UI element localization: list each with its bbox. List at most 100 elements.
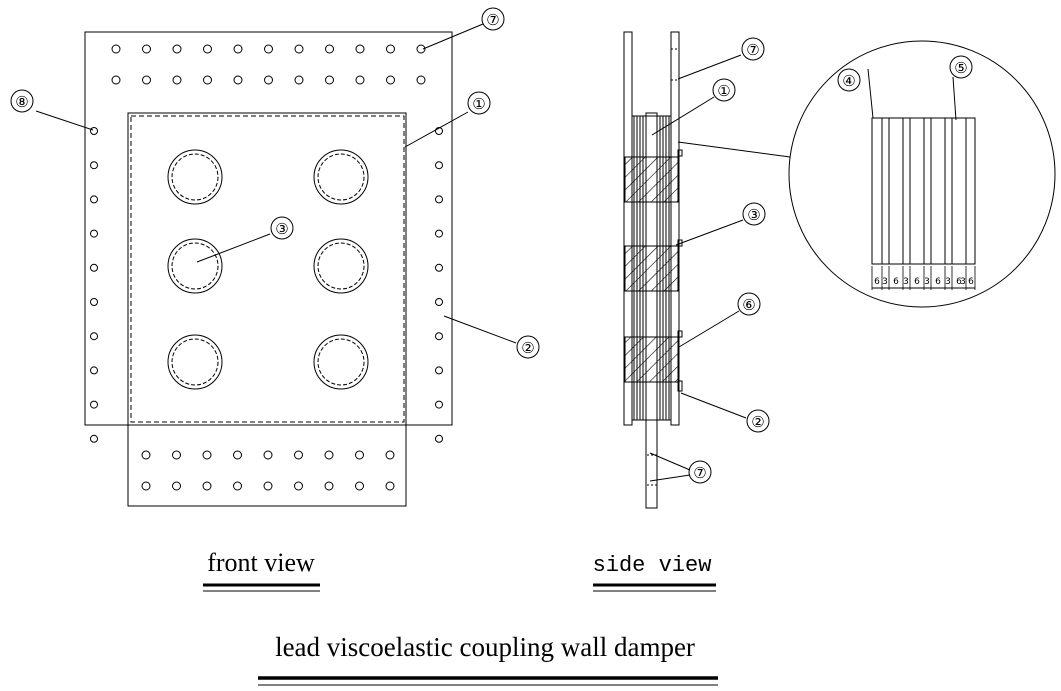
- bolt-hole: [90, 127, 98, 135]
- bolt-hole: [294, 75, 304, 85]
- dimension-label: 3: [903, 277, 909, 287]
- bolt-hole: [294, 450, 303, 460]
- bolt-holes: [90, 44, 443, 491]
- lead-core-inner: [171, 153, 219, 201]
- detail-callout-labels: ④ ⑤: [842, 59, 967, 90]
- bolt-hole: [325, 75, 334, 85]
- bolt-hole: [435, 332, 443, 341]
- callout-2-side: ②: [751, 413, 764, 431]
- callout-6: ⑥: [742, 296, 755, 314]
- callout-2-front: ②: [521, 339, 534, 357]
- side-center-plate: [645, 112, 658, 509]
- bolt-hole: [233, 75, 243, 85]
- front-callouts: [10, 7, 540, 359]
- bolt-hole: [233, 481, 242, 491]
- front-caption-underline: [203, 583, 320, 592]
- callout-3-front: ③: [275, 220, 288, 238]
- bolt-hole: [202, 450, 212, 460]
- bolt-hole: [111, 44, 121, 54]
- callout-3-side: ③: [747, 206, 760, 224]
- bolt-hole: [385, 450, 395, 460]
- lead-cores: [167, 149, 369, 390]
- viscoelastic-layer-outline: [130, 115, 405, 423]
- lead-core: [313, 334, 369, 390]
- bolt-hole: [203, 44, 212, 54]
- bolt-hole: [325, 44, 334, 54]
- dimension-label: 6: [968, 277, 974, 287]
- bolt-hole: [435, 434, 443, 443]
- callout-7-side-bottom: ⑦: [693, 464, 706, 482]
- bolt-hole: [90, 161, 98, 170]
- dimension-label: 3: [882, 277, 888, 287]
- bolt-hole: [172, 450, 181, 460]
- bolt-hole: [264, 75, 273, 85]
- bolt-hole: [355, 75, 365, 85]
- bolt-hole: [203, 75, 212, 85]
- bolt-hole: [90, 434, 98, 443]
- bolt-hole: [385, 481, 395, 491]
- bolt-hole: [324, 450, 334, 460]
- dimension-label: 3: [924, 277, 930, 287]
- lead-core: [313, 149, 369, 205]
- bolt-hole: [90, 195, 98, 204]
- dimension-label: 3: [960, 277, 966, 287]
- bolt-hole: [202, 481, 212, 491]
- bolt-hole: [435, 229, 443, 238]
- callout-1-side: ①: [717, 82, 730, 100]
- lead-core-inner: [317, 338, 365, 386]
- dimension-label: 6: [935, 277, 941, 287]
- side-lead-block-2: [624, 245, 679, 292]
- dimension-label: 6: [956, 277, 962, 287]
- bolt-hole: [386, 44, 395, 54]
- callout-5: ⑤: [954, 59, 967, 77]
- lead-core: [167, 334, 223, 390]
- front-view-caption: front view: [207, 548, 315, 577]
- bolt-hole: [263, 481, 273, 491]
- bolt-hole: [435, 161, 443, 170]
- bolt-hole: [142, 75, 151, 85]
- bolt-hole: [172, 44, 182, 54]
- bolt-hole: [435, 400, 443, 409]
- bolt-hole: [90, 229, 98, 238]
- bolt-hole: [324, 481, 334, 491]
- callout-7-side-top: ⑦: [746, 41, 759, 59]
- bolt-hole: [386, 75, 395, 85]
- bolt-hole: [435, 195, 443, 204]
- bolt-hole: [233, 44, 243, 54]
- bolt-hole: [435, 127, 443, 135]
- side-outer-plate-left: [623, 31, 633, 426]
- bolt-hole: [90, 263, 98, 272]
- lower-plate: [127, 112, 407, 507]
- lead-core-inner: [171, 242, 219, 290]
- dimension-label: 6: [893, 277, 899, 287]
- detail-view: [677, 40, 1056, 308]
- bolt-hole: [416, 75, 426, 85]
- lead-core-inner: [317, 242, 365, 290]
- lead-core: [167, 149, 223, 205]
- title-underline: [258, 676, 718, 686]
- bolt-hole: [172, 481, 181, 491]
- bolt-hole: [264, 44, 273, 54]
- callout-8: ⑧: [15, 93, 28, 111]
- bolt-hole: [111, 75, 121, 85]
- lead-core-inner: [317, 153, 365, 201]
- side-lead-block-3: [624, 336, 679, 383]
- lead-core-inner: [171, 338, 219, 386]
- side-lead-block-1: [624, 156, 679, 203]
- dimension-label: 6: [874, 277, 880, 287]
- bolt-hole: [90, 332, 98, 341]
- bolt-hole: [263, 450, 273, 460]
- bolt-hole: [233, 450, 242, 460]
- bolt-hole: [435, 366, 443, 375]
- bolt-hole: [90, 366, 98, 375]
- bolt-hole: [355, 481, 364, 491]
- side-callouts: [649, 37, 770, 484]
- bolt-hole: [294, 481, 303, 491]
- callout-7-front: ⑦: [486, 11, 499, 29]
- front-callout-labels: ⑦ ⑧ ① ③ ②: [15, 11, 534, 357]
- side-view-caption: side view: [593, 553, 712, 578]
- side-view: [623, 31, 683, 509]
- bolt-hole: [294, 44, 304, 54]
